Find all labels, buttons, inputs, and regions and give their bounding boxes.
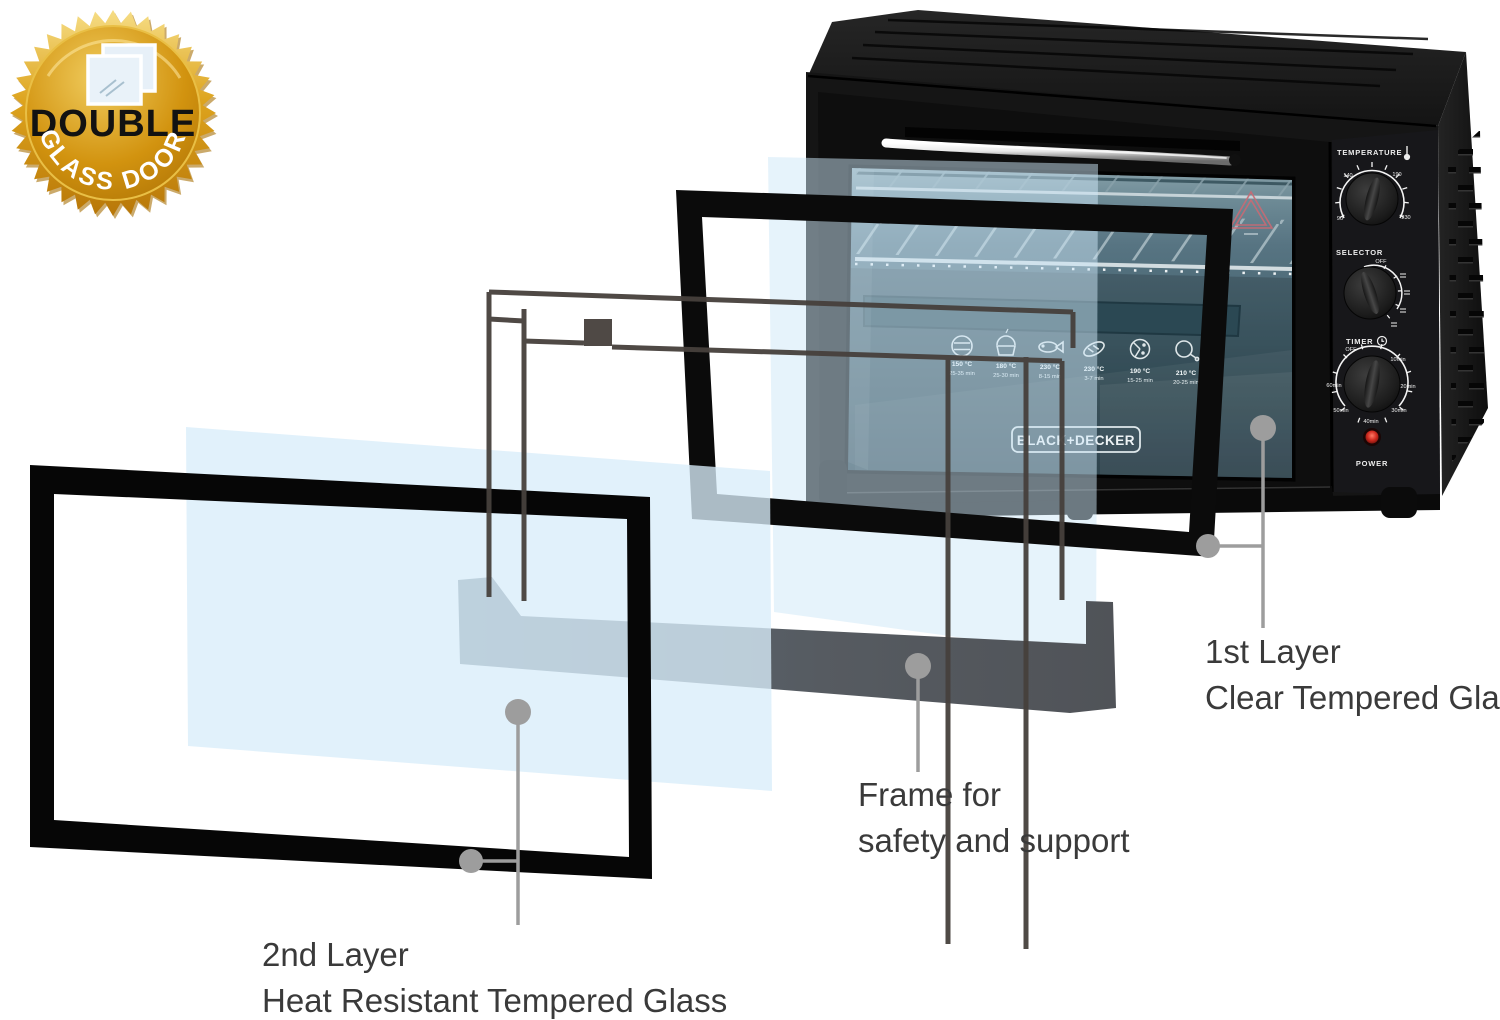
- handle-slot: [905, 127, 1240, 151]
- double-glass-door-badge: DOUBLE GLASS DOOR: [10, 10, 218, 219]
- heating-mode-icons: [1391, 273, 1410, 327]
- timer-knob[interactable]: OFF 10min 20min 30min 40min 50min 60min: [1326, 344, 1416, 425]
- timer-tick: 30min: [1391, 408, 1406, 414]
- callout-support-frame: Frame for safety and support: [858, 653, 1130, 859]
- power-label: POWER: [1356, 459, 1388, 468]
- door-handle[interactable]: [881, 138, 1235, 166]
- glass-pane-first-layer: [768, 157, 1098, 656]
- timer-tick: 40min: [1363, 419, 1378, 425]
- support-frame-label-line1: Frame for: [858, 776, 1001, 813]
- guide-time: 15-25 min: [1127, 378, 1153, 384]
- temp-tick: 230: [1401, 215, 1410, 221]
- callout-dot: [1250, 415, 1276, 441]
- control-panel-controls: TEMPERATURE 90 140 190 230 SELECTOR: [1326, 146, 1416, 468]
- hot-surface-warning-icon: [1228, 190, 1274, 235]
- badge-title: DOUBLE: [30, 103, 196, 145]
- selector-off: OFF: [1375, 259, 1387, 265]
- support-frame-band: [458, 577, 1116, 713]
- callout-dot: [905, 653, 931, 679]
- selector-label: SELECTOR: [1336, 248, 1383, 257]
- callout-dot: [459, 849, 483, 873]
- timer-label: TIMER: [1346, 337, 1373, 346]
- timer-tick: 10min: [1390, 357, 1405, 363]
- timer-tick: OFF: [1345, 347, 1357, 353]
- callout-dot: [1196, 534, 1220, 558]
- double-glass-panes-icon: [86, 43, 157, 106]
- temperature-knob[interactable]: 90 140 190 230: [1335, 162, 1411, 226]
- thermometer-icon: [1403, 146, 1411, 161]
- selector-knob[interactable]: OFF: [1343, 259, 1410, 327]
- second-layer-label-line1: 2nd Layer: [262, 936, 409, 973]
- guide-temp: 210 °C: [1176, 369, 1196, 377]
- first-layer-label-line1: 1st Layer: [1205, 633, 1341, 670]
- callout-dot: [505, 699, 531, 725]
- door-handle-highlight: [887, 140, 1227, 159]
- temp-tick: 190: [1392, 172, 1401, 178]
- frame-second-layer: [30, 465, 652, 879]
- guide-temp: 190 °C: [1130, 367, 1150, 375]
- temp-tick: 140: [1343, 173, 1352, 179]
- temp-tick: 90: [1337, 216, 1343, 222]
- power-indicator: POWER: [1356, 428, 1388, 468]
- timer-tick: 50min: [1333, 408, 1348, 414]
- chicken-icon: [1175, 340, 1200, 362]
- power-led: [1365, 430, 1379, 444]
- pizza-icon: [1129, 338, 1151, 360]
- second-layer-label-line2: Heat Resistant Tempered Glass: [262, 982, 727, 1019]
- oven-front-edge: [807, 74, 1437, 128]
- handle-end-cap: [1229, 154, 1241, 166]
- door-panel-divider: [1328, 141, 1334, 493]
- oven-top-grooves: [851, 18, 1429, 88]
- oven-foot: [1381, 487, 1417, 518]
- timer-tick: 60min: [1326, 383, 1341, 389]
- callout-second-layer: 2nd Layer Heat Resistant Tempered Glass: [262, 699, 727, 1019]
- support-frame-label-line2: safety and support: [858, 822, 1130, 859]
- callout-first-layer: 1st Layer Clear Tempered Glass: [1196, 415, 1500, 716]
- timer-tick: 20min: [1400, 384, 1415, 390]
- badge-highlight-ring: [46, 39, 182, 79]
- temperature-label: TEMPERATURE: [1337, 148, 1402, 157]
- oven-top: [808, 10, 1466, 126]
- guide-time: 20-25 min: [1173, 380, 1199, 386]
- vent-slots: [1448, 130, 1486, 462]
- first-layer-label-line2: Clear Tempered Glass: [1205, 679, 1500, 716]
- support-frame-outline: [486, 289, 1076, 949]
